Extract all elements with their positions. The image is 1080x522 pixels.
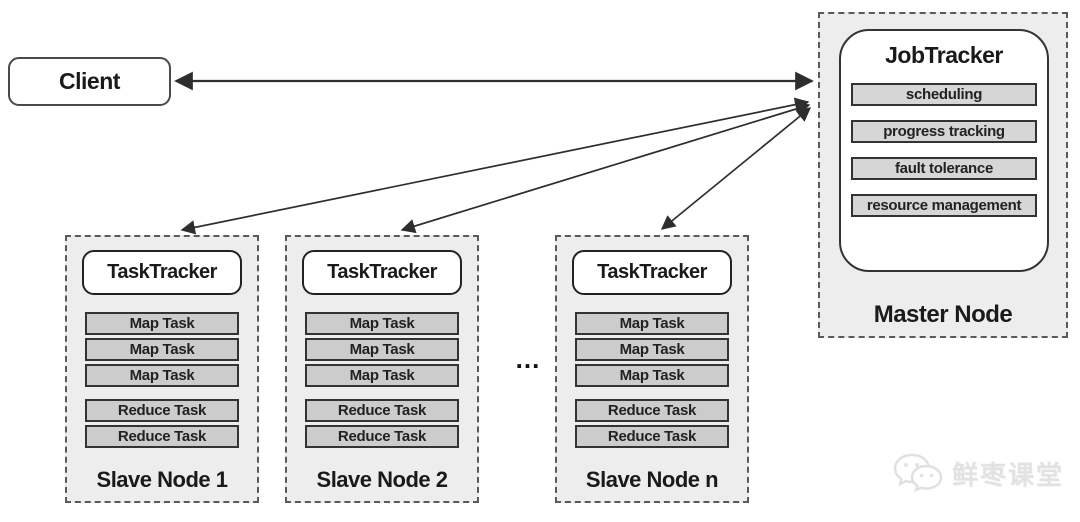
reduce-task-bar: Reduce Task bbox=[575, 399, 729, 422]
reduce-task-bar: Reduce Task bbox=[575, 425, 729, 448]
master-slaven-arrow bbox=[660, 107, 812, 230]
function-bar-scheduling: scheduling bbox=[851, 83, 1037, 106]
task-list: Map Task Map Task Map Task Reduce Task R… bbox=[287, 312, 477, 448]
reduce-task-bar: Reduce Task bbox=[305, 425, 459, 448]
tasktracker-box: TaskTracker bbox=[302, 250, 462, 295]
jobtracker-box: JobTracker scheduling progress tracking … bbox=[839, 29, 1049, 272]
reduce-task-bar: Reduce Task bbox=[85, 425, 239, 448]
slave-node-1-box: TaskTracker Map Task Map Task Map Task R… bbox=[65, 235, 259, 503]
client-label: Client bbox=[59, 68, 120, 94]
map-task-bar: Map Task bbox=[85, 312, 239, 335]
map-task-bar: Map Task bbox=[305, 364, 459, 387]
tasktracker-box: TaskTracker bbox=[82, 250, 242, 295]
watermark: 鲜枣课堂 bbox=[892, 452, 1064, 494]
reduce-task-bar: Reduce Task bbox=[85, 399, 239, 422]
map-task-bar: Map Task bbox=[575, 312, 729, 335]
task-list: Map Task Map Task Map Task Reduce Task R… bbox=[67, 312, 257, 448]
slave-node-2-label: Slave Node 2 bbox=[316, 467, 448, 492]
watermark-text: 鲜枣课堂 bbox=[951, 459, 1064, 490]
reduce-task-bar: Reduce Task bbox=[305, 399, 459, 422]
function-bar-resource-management: resource management bbox=[851, 194, 1037, 217]
slave-node-n-label: Slave Node n bbox=[585, 467, 719, 492]
wechat-chat-bubbles-icon bbox=[893, 453, 943, 493]
function-bar-fault-tolerance: fault tolerance bbox=[851, 157, 1037, 180]
map-task-bar: Map Task bbox=[85, 338, 239, 361]
master-slave2-arrow bbox=[400, 101, 811, 234]
master-slave1-arrow bbox=[180, 97, 810, 235]
map-task-bar: Map Task bbox=[575, 338, 729, 361]
master-node-label: Master Node bbox=[873, 301, 1013, 328]
more-nodes-ellipsis: ... bbox=[515, 344, 541, 374]
map-task-bar: Map Task bbox=[305, 312, 459, 335]
map-task-bar: Map Task bbox=[305, 338, 459, 361]
slave-node-n-box: TaskTracker Map Task Map Task Map Task R… bbox=[555, 235, 749, 503]
jobtracker-title: JobTracker bbox=[885, 42, 1003, 68]
tasktracker-box: TaskTracker bbox=[572, 250, 732, 295]
slave-node-2-box: TaskTracker Map Task Map Task Map Task R… bbox=[285, 235, 479, 503]
task-list: Map Task Map Task Map Task Reduce Task R… bbox=[557, 312, 747, 448]
function-bar-progress-tracking: progress tracking bbox=[851, 120, 1037, 143]
map-task-bar: Map Task bbox=[575, 364, 729, 387]
map-task-bar: Map Task bbox=[85, 364, 239, 387]
slave-node-1-label: Slave Node 1 bbox=[96, 467, 228, 492]
master-node-box: JobTracker scheduling progress tracking … bbox=[818, 12, 1068, 338]
client-box: Client bbox=[8, 57, 171, 106]
